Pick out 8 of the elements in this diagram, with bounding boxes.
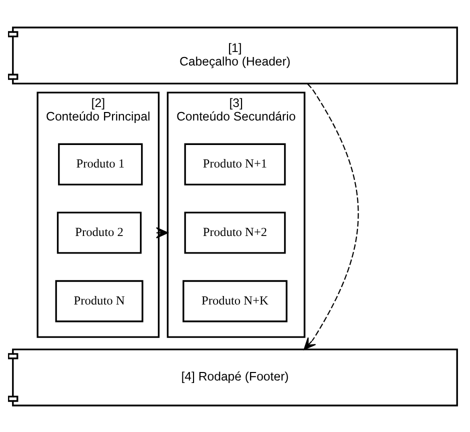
- arrow: [156, 226, 168, 238]
- arrow: [304, 82, 359, 350]
- node-box: Produto N+1: [184, 142, 286, 185]
- node-box: Produto N: [55, 280, 144, 322]
- node-box: Produto N+2: [184, 211, 286, 254]
- node-box: Produto 1: [58, 142, 143, 185]
- node-box: Produto 2: [56, 211, 142, 254]
- node-box: Produto N+K: [182, 280, 288, 322]
